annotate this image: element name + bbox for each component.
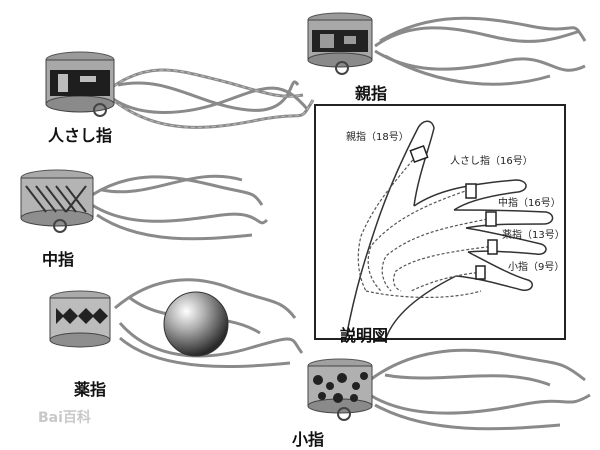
watermark: Bai百科 (38, 410, 91, 426)
ring-photo-little (307, 348, 591, 431)
diagram-label-thumb: 親指（18号） (346, 132, 409, 143)
metal-ball (163, 291, 229, 357)
label-little-finger: 小指 (292, 430, 325, 449)
diagram-label-middle: 中指（16号） (498, 198, 561, 209)
label-middle-finger: 中指 (42, 250, 75, 269)
ring-photo-ring (49, 278, 304, 369)
explanation-diagram: 親指（18号） 人さし指（16号） 中指（16号） 薬指（13号） 小指（9号） (314, 104, 566, 340)
label-thumb: 親指 (355, 84, 388, 103)
ring-photo-thumb (307, 12, 587, 86)
diagram-label-little: 小指（9号） (508, 262, 565, 273)
hand-drawing (345, 120, 554, 338)
diagram-label-index: 人さし指（16号） (450, 156, 533, 167)
ring-photo-index (45, 51, 315, 129)
ring-photo-middle (20, 169, 269, 241)
label-index-finger: 人さし指 (48, 126, 113, 145)
label-ring-finger: 薬指 (74, 380, 107, 399)
diagram-label-ring: 薬指（13号） (502, 230, 565, 241)
diagram-caption: 説明図 (340, 326, 389, 345)
